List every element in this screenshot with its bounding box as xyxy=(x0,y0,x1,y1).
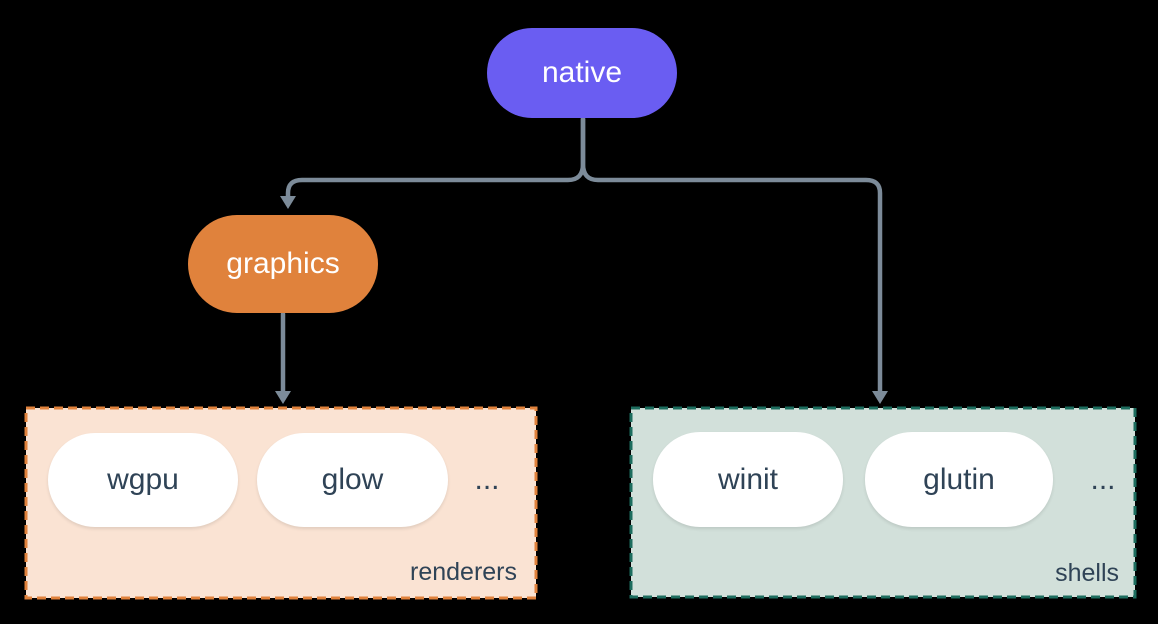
pill-winit-label: winit xyxy=(717,462,778,496)
pill-glow-label: glow xyxy=(321,463,384,496)
node-native: native xyxy=(487,28,677,118)
edge-native-to-shells xyxy=(580,116,883,394)
pill-glutin-label: glutin xyxy=(923,462,995,496)
pill-glow: glow xyxy=(257,433,448,527)
shells-group-label: shells xyxy=(1055,559,1119,587)
pill-glutin: glutin xyxy=(865,432,1053,527)
renderers-ellipsis: ... xyxy=(474,463,500,496)
arrowhead-to-graphics xyxy=(280,196,296,209)
node-graphics-label: graphics xyxy=(226,247,340,280)
shells-ellipsis: ... xyxy=(1090,463,1116,496)
edge-native-to-graphics xyxy=(285,116,586,199)
edges xyxy=(280,116,883,394)
pill-wgpu-label: wgpu xyxy=(107,463,179,496)
pill-winit: winit xyxy=(653,432,843,527)
node-graphics: graphics xyxy=(188,215,378,313)
pill-wgpu: wgpu xyxy=(48,433,238,527)
renderers-group-label: renderers xyxy=(410,558,517,586)
arrowhead-to-shells xyxy=(872,391,888,404)
arrowhead-to-renderers xyxy=(275,391,291,404)
node-native-label: native xyxy=(541,56,623,89)
